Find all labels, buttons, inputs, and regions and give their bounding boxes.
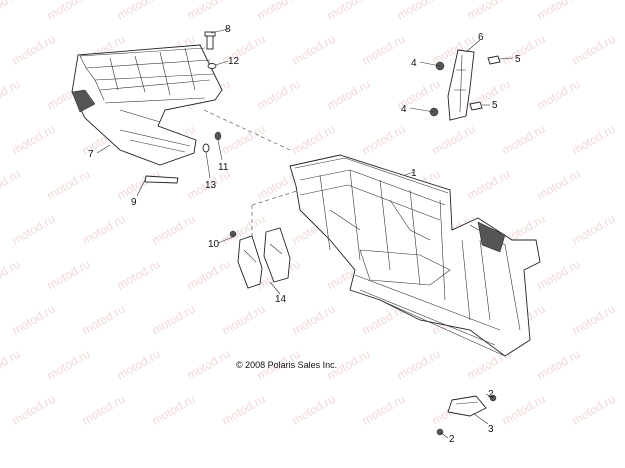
alignment-line: [203, 109, 291, 151]
callout-2b: 2: [449, 434, 455, 445]
watermark-text: motod.ru: [150, 212, 198, 248]
watermark-text: motod.ru: [290, 32, 338, 68]
watermark-text: motod.ru: [535, 347, 583, 383]
nut-11: [214, 131, 222, 141]
callout-12: 12: [228, 56, 240, 67]
watermark-text: motod.ru: [115, 167, 163, 203]
watermark-text: motod.ru: [290, 302, 338, 338]
bolt-8: [206, 34, 214, 50]
callouts: 1 2 2 3 4 4 5 5 6 7 8 9 10 11 12 13 14: [88, 24, 521, 445]
alignment-line: [251, 189, 301, 236]
watermark-text: motod.ru: [500, 32, 548, 68]
watermark-text: motod.ru: [395, 0, 443, 23]
hardware: [144, 31, 501, 436]
bracket-pair: [237, 227, 291, 289]
watermark-text: motod.ru: [10, 122, 58, 158]
rear-subframe: [71, 44, 223, 166]
watermark-text: motod.ru: [430, 122, 478, 158]
washer-13: [202, 143, 210, 153]
watermark-text: motod.ru: [465, 167, 513, 203]
callout-4a: 4: [411, 58, 417, 69]
watermark-text: motod.ru: [535, 77, 583, 113]
callout-5b: 5: [492, 100, 498, 111]
callout-5a: 5: [515, 54, 521, 65]
callout-3: 3: [488, 424, 494, 435]
watermark-text: motod.ru: [115, 0, 163, 23]
bolt-5b: [469, 101, 483, 111]
watermark-text: motod.ru: [290, 392, 338, 428]
watermark-text: motod.ru: [290, 122, 338, 158]
watermark-text: motod.ru: [360, 32, 408, 68]
watermark-text: motod.ru: [360, 122, 408, 158]
bolt-9: [144, 175, 179, 184]
small-bracket: [447, 395, 487, 417]
callout-11: 11: [218, 162, 229, 173]
callout-8: 8: [225, 24, 231, 35]
watermark-text: motod.ru: [0, 347, 23, 383]
washer-12: [207, 63, 217, 69]
callout-1: 1: [411, 168, 417, 179]
bracket: [447, 49, 475, 121]
watermark-text: motod.ru: [0, 0, 23, 23]
watermark-text: motod.ru: [0, 167, 23, 203]
watermark-text: motod.ru: [45, 347, 93, 383]
watermark-text: motod.ru: [500, 122, 548, 158]
nut-10: [229, 230, 237, 238]
watermark-text: motod.ru: [150, 302, 198, 338]
leader-lines: [96, 28, 514, 439]
watermark-text: motod.ru: [45, 0, 93, 23]
watermark-text: motod.ru: [185, 0, 233, 23]
watermark-text: motod.ru: [10, 302, 58, 338]
watermark-text: motod.ru: [45, 257, 93, 293]
watermark-text: motod.ru: [465, 0, 513, 23]
watermark-text: motod.ru: [220, 302, 268, 338]
watermark-text: motod.ru: [325, 0, 373, 23]
watermark-text: motod.ru: [535, 167, 583, 203]
watermark-text: motod.ru: [150, 392, 198, 428]
watermark-text: motod.ru: [185, 257, 233, 293]
main-frame: [289, 154, 541, 357]
watermark-text: motod.ru: [10, 32, 58, 68]
watermark-text: motod.ru: [10, 392, 58, 428]
watermark-text: motod.ru: [570, 32, 618, 68]
watermark-text: motod.ru: [80, 302, 128, 338]
callout-13: 13: [205, 180, 217, 191]
watermark-text: motod.ru: [115, 257, 163, 293]
bolt-8-head: [204, 31, 216, 37]
copyright-notice: © 2008 Polaris Sales Inc.: [236, 360, 338, 370]
watermark-text: motod.ru: [500, 392, 548, 428]
callout-2a: 2: [488, 389, 494, 400]
watermark-text: motod.ru: [570, 302, 618, 338]
watermark-text: motod.ru: [220, 122, 268, 158]
bolt-5a: [487, 55, 501, 65]
callout-6: 6: [478, 32, 484, 43]
watermark-text: motod.ru: [115, 347, 163, 383]
watermark-text: motod.ru: [255, 0, 303, 23]
callout-14: 14: [275, 294, 287, 305]
watermark-text: motod.ru: [45, 167, 93, 203]
callout-10: 10: [208, 239, 220, 250]
watermark-text: motod.ru: [395, 347, 443, 383]
watermark-text: motod.ru: [570, 122, 618, 158]
watermark-text: motod.ru: [80, 392, 128, 428]
callout-9: 9: [131, 197, 137, 208]
watermark-text: motod.ru: [220, 392, 268, 428]
watermark-text: motod.ru: [360, 392, 408, 428]
watermark-text: motod.ru: [535, 0, 583, 23]
watermark-text: motod.ru: [10, 212, 58, 248]
watermark-text: motod.ru: [220, 32, 268, 68]
watermark-text: motod.ru: [185, 347, 233, 383]
watermark-text: motod.ru: [570, 212, 618, 248]
callout-7: 7: [88, 149, 94, 160]
watermark-text: motod.ru: [80, 212, 128, 248]
callout-4b: 4: [401, 104, 407, 115]
watermark-text: motod.ru: [0, 77, 23, 113]
watermark-text: motod.ru: [0, 257, 23, 293]
watermark-text: motod.ru: [255, 77, 303, 113]
watermark-text: motod.ru: [570, 392, 618, 428]
watermark-text: motod.ru: [535, 257, 583, 293]
watermark-text: motod.ru: [325, 77, 373, 113]
